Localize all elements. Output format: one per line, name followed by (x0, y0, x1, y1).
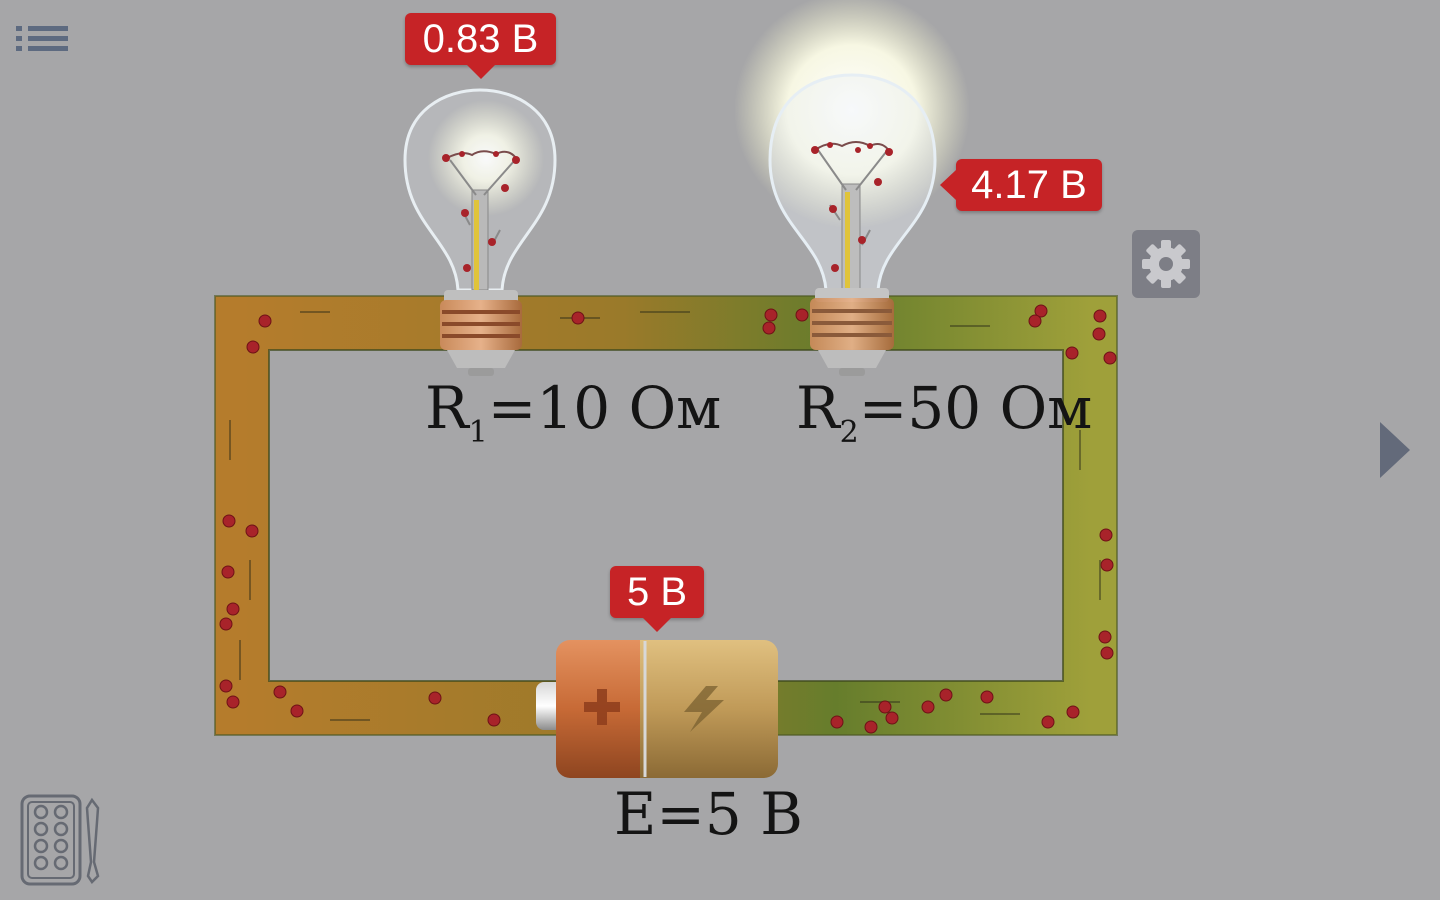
resistor-1-value: =10 Ом (487, 374, 722, 442)
battery-voltage-badge: 5 В (610, 566, 704, 632)
bulb-1 (403, 88, 557, 376)
resistor-2-label: R2=50 Ом (796, 378, 1092, 448)
bulb-2-voltage-badge: 4.17 В (940, 159, 1102, 211)
resistor-2-index: 2 (839, 415, 859, 450)
menu-button[interactable] (14, 22, 70, 56)
next-button[interactable] (1374, 418, 1414, 482)
palette-brush-icon (20, 794, 100, 886)
lightning-icon (684, 686, 724, 732)
plus-icon (584, 689, 620, 725)
electrons (219, 304, 1117, 734)
tools-button[interactable] (18, 792, 108, 888)
settings-button[interactable] (1132, 230, 1200, 298)
bulb-2 (734, 0, 970, 376)
resistor-1-symbol: R (425, 374, 469, 442)
emf-label: E=5 В (614, 780, 803, 848)
list-icon (16, 26, 68, 51)
resistor-1-label: R1=10 Ом (425, 378, 721, 448)
bulb-1-voltage-badge: 0.83 В (405, 13, 556, 79)
play-triangle-icon (1380, 422, 1410, 478)
resistor-2-value: =50 Ом (858, 374, 1093, 442)
gear-icon (1142, 240, 1190, 288)
resistor-1-index: 1 (468, 415, 488, 450)
resistor-2-symbol: R (796, 374, 840, 442)
battery (536, 640, 778, 778)
